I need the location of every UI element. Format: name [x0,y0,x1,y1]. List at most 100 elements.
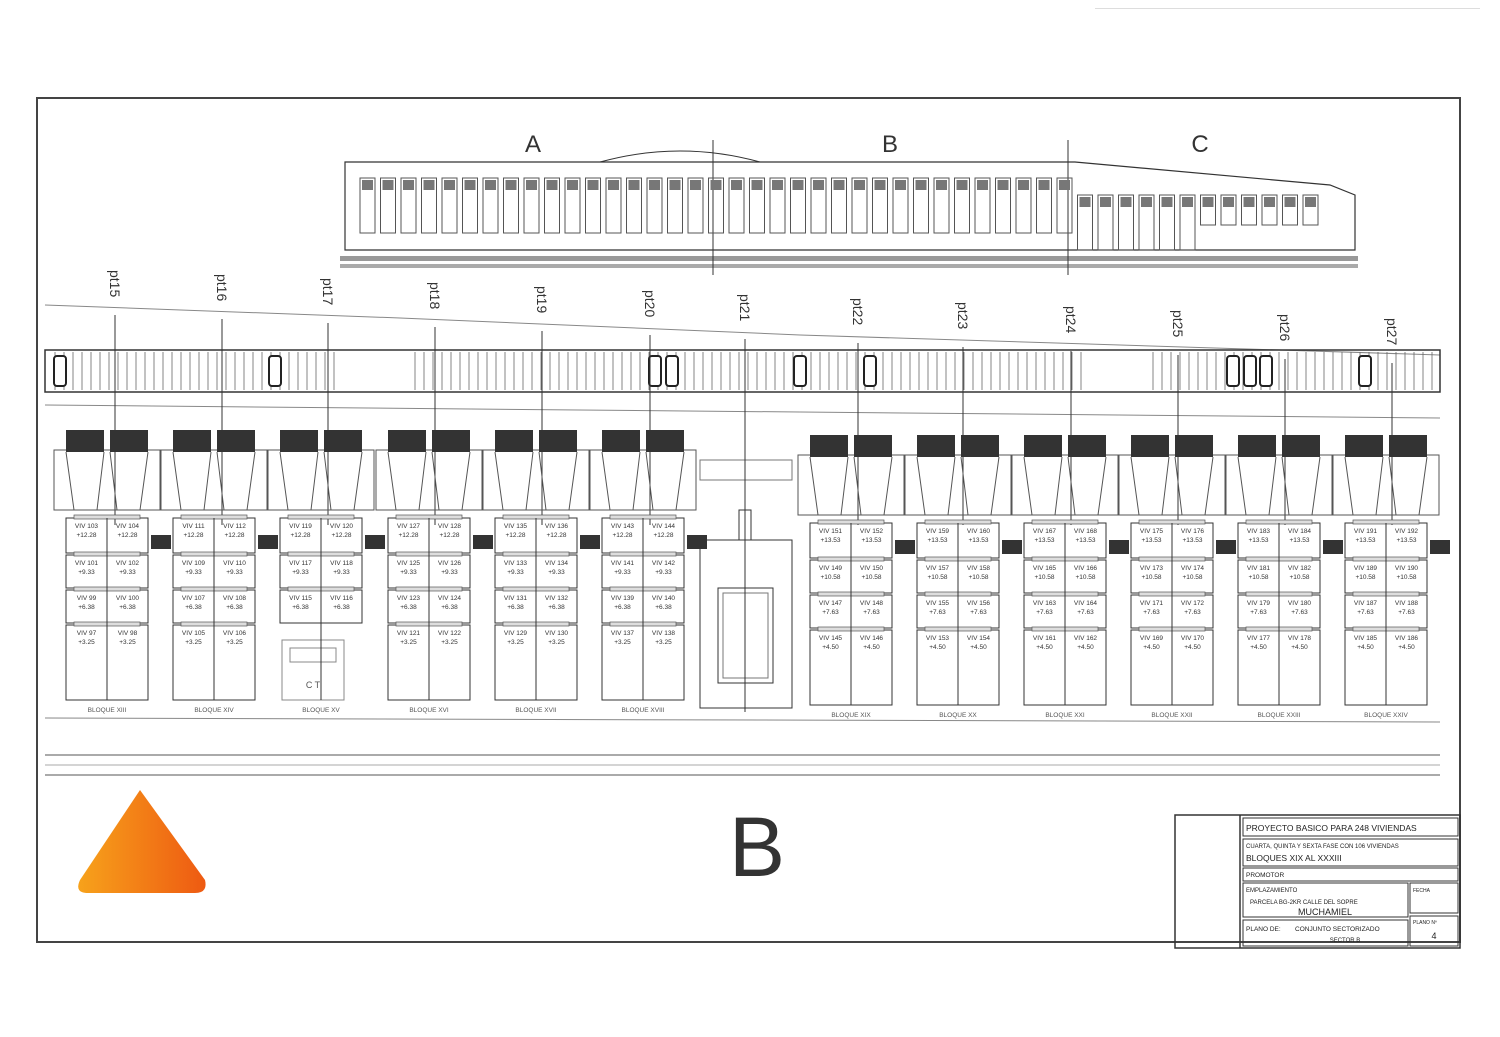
unit-elevation: +13.53 [1034,537,1054,544]
unit-elevation: +9.33 [548,569,565,576]
key-plan-outline [344,161,1356,251]
block-roof [173,430,211,452]
key-plan-unit-stair [710,180,722,190]
unit-label: VIV 146 [860,635,884,642]
unit-label: VIV 186 [1395,635,1419,642]
key-plan-unit [1097,194,1114,251]
unit-elevation: +13.53 [968,537,988,544]
block-label: BLOQUE XXIV [1364,712,1408,719]
block-roof [110,430,148,452]
unit-elevation: +7.63 [822,609,839,616]
unit-label: VIV 97 [77,630,97,637]
unit-elevation: +10.58 [1182,574,1202,581]
plan-no-cell [1409,915,1459,947]
unit-label: VIV 104 [116,523,140,530]
block-roof [1389,435,1427,457]
project-title: PROYECTO BASICO PARA 248 VIVIENDAS [1246,823,1417,833]
profile-point-label: pt15 [107,270,123,297]
key-plan-unit-stair [1284,197,1296,207]
key-plan-unit [1179,194,1196,251]
key-plan-unit-stair [464,180,476,190]
unit-label: VIV 102 [116,560,140,567]
key-plan-unit [544,177,560,234]
profile-point-label: pt26 [1277,314,1293,341]
unit-label: VIV 98 [118,630,138,637]
unit-label: VIV 178 [1288,635,1312,642]
block-stair-frame [53,449,161,511]
key-plan-unit-stair [423,180,435,190]
block-walkway [1002,540,1022,554]
key-plan-unit [626,177,642,234]
block-roof [1345,435,1383,457]
key-plan-unit [564,177,581,234]
unit-label: VIV 156 [967,600,991,607]
key-plan-road [340,264,1358,268]
unit-label: VIV 135 [504,523,528,530]
key-plan-unit-stair [997,180,1009,190]
block-terrace [1344,456,1428,516]
unit-label: VIV 121 [397,630,421,637]
profile-point-label: pt27 [1384,318,1400,345]
block-label: BLOQUE XXII [1151,712,1192,719]
street-edge [44,717,1441,723]
block-terrace [387,451,471,511]
block-terrace [809,456,893,516]
block-label: BLOQUE XXI [1045,712,1085,719]
unit-elevation: +3.25 [655,639,672,646]
car-icon [1259,355,1273,387]
unit-label: VIV 153 [926,635,950,642]
project-phase: CUARTA, QUINTA Y SEXTA FASE CON 106 VIVI… [1246,844,1399,850]
block-stair-frame [1225,454,1333,516]
unit-label: VIV 183 [1247,528,1271,535]
unit-label: VIV 101 [75,560,99,567]
key-plan-unit [872,177,888,234]
block-stair-frame [375,449,483,511]
plan-number: 4 [1431,931,1436,941]
key-plan-unit [1118,194,1134,251]
unit-label: VIV 179 [1247,600,1271,607]
block-label: BLOQUE XXIII [1258,712,1301,719]
block-roof [495,430,533,452]
unit-elevation: +7.63 [1184,609,1201,616]
key-plan-unit-stair [362,180,373,190]
block-walkway [1323,540,1343,554]
unit-label: VIV 172 [1181,600,1205,607]
unit-elevation: +3.25 [548,639,565,646]
block-stair-frame [1011,454,1119,516]
block-walkway [473,535,493,549]
plan-title: CONJUNTO SECTORIZADO [1295,926,1380,933]
unit-label: VIV 144 [652,523,676,530]
unit-label: VIV 175 [1140,528,1164,535]
block-label: BLOQUE XVII [515,707,556,714]
sector-letter: B [729,800,785,894]
unit-elevation: +10.58 [1141,574,1161,581]
key-plan-unit-stair [936,180,947,190]
key-plan-unit [749,177,765,234]
unit-label: VIV 136 [545,523,569,530]
unit-label: VIV 192 [1395,528,1419,535]
unit-elevation: +7.63 [1398,609,1415,616]
car-icon [53,355,67,387]
section-label: A [525,131,541,158]
key-plan-unit-stair [1161,197,1173,207]
unit-elevation: +9.33 [655,569,672,576]
unit-elevation: +10.58 [1355,574,1375,581]
unit-label: VIV 150 [860,565,884,572]
block-stair-frame [1332,454,1440,516]
key-plan-unit [646,177,663,234]
key-plan-unit-stair [792,180,804,190]
block-walkway [580,535,600,549]
profile-point-label: pt21 [737,294,753,321]
unit-label: VIV 159 [926,528,950,535]
unit-elevation: +10.58 [1248,574,1268,581]
car-icon [648,355,662,387]
block-roof [217,430,255,452]
key-plan-unit [1282,194,1298,226]
block-roof [854,435,892,457]
